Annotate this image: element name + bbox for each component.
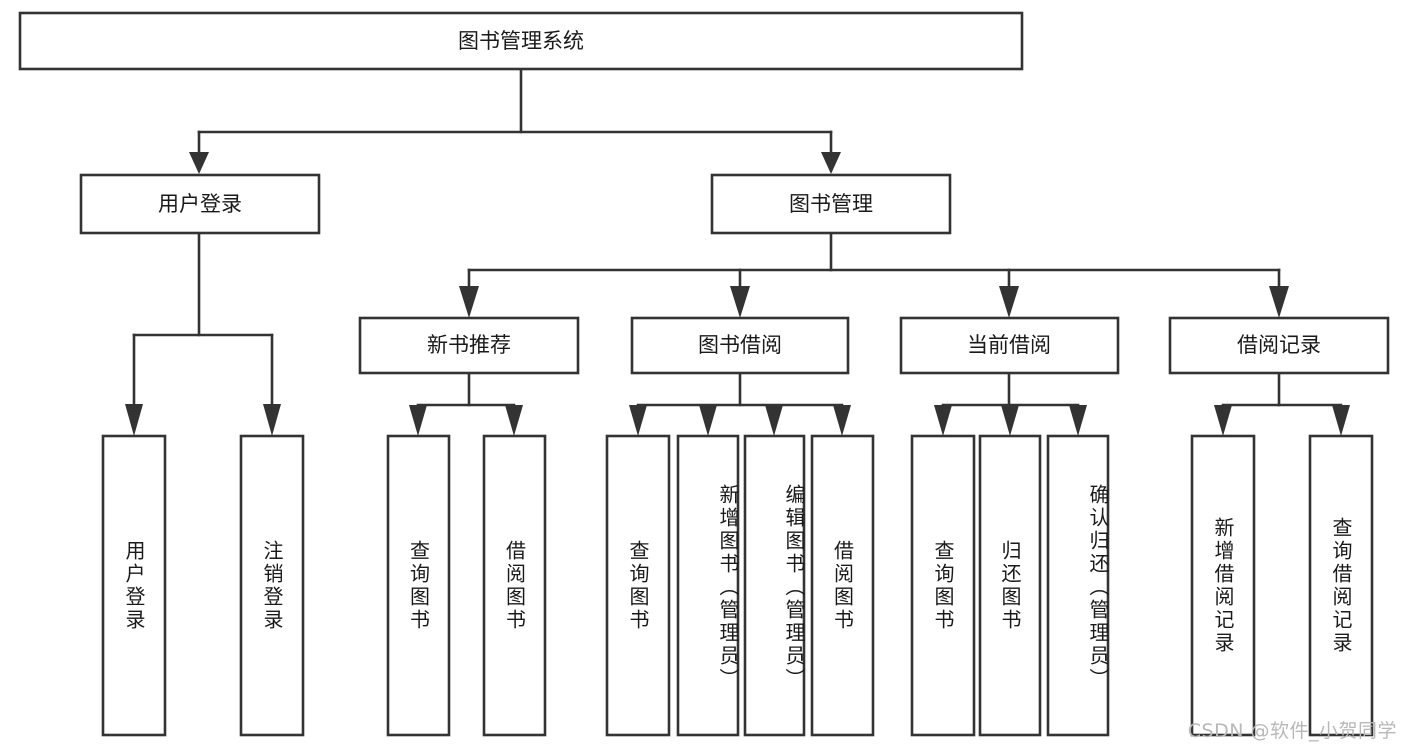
arrow-head-icon [459, 286, 479, 318]
connector-current-to-leaves [934, 371, 1087, 436]
node-level2-box-0[interactable] [79, 173, 321, 235]
arrow-head-icon [699, 405, 717, 436]
leaf-box-2-1[interactable] [676, 434, 740, 737]
arrow-head-icon [505, 405, 523, 436]
node-level3-label-3: 借阅记录 [1237, 333, 1321, 357]
arrow-head-icon [999, 286, 1019, 318]
leaf-box-2-0[interactable] [605, 434, 671, 737]
arrow-head-icon [730, 286, 750, 318]
arrow-head-icon [1214, 405, 1232, 436]
arrow-head-icon [821, 152, 841, 174]
node-level3-box-3[interactable] [1168, 316, 1390, 375]
arrow-head-icon [1332, 405, 1350, 436]
leaf-box-3-1[interactable] [978, 434, 1042, 737]
watermark-text: CSDN @软件_小贺同学 [1187, 720, 1397, 742]
arrow-head-icon [833, 405, 851, 436]
arrow-head-icon [263, 404, 281, 436]
leaf-box-1-1[interactable] [482, 434, 547, 737]
connector-newbook-to-leaves [409, 371, 523, 436]
node-level2-label-0: 用户登录 [158, 192, 242, 216]
connector-root-to-level2 [189, 67, 841, 174]
leaf-box-4-0[interactable] [1190, 434, 1256, 737]
node-level3-box-1[interactable] [630, 316, 850, 375]
leaf-box-3-2[interactable] [1046, 434, 1110, 737]
leaf-box-2-3[interactable] [810, 434, 875, 737]
connector-userlogin-to-leaves [125, 231, 281, 436]
node-level3-label-0: 新书推荐 [427, 333, 511, 357]
arrow-head-icon [189, 152, 209, 174]
leaf-box-3-0[interactable] [910, 434, 976, 737]
node-level3-label-1: 图书借阅 [698, 333, 782, 357]
connector-records-to-leaves [1214, 371, 1350, 436]
arrow-head-icon [1001, 405, 1019, 436]
arrow-head-icon [765, 405, 783, 436]
node-level3-box-2[interactable] [899, 316, 1120, 375]
leaf-box-1-0[interactable] [386, 434, 451, 737]
leaf-box-2-2[interactable] [743, 434, 806, 737]
node-level3-label-2: 当前借阅 [967, 333, 1051, 357]
connector-borrow-to-leaves [629, 371, 851, 436]
arrow-head-icon [629, 405, 647, 436]
leaf-box-4-1[interactable] [1308, 434, 1374, 737]
arrow-head-icon [1269, 286, 1289, 318]
node-level3-box-0[interactable] [358, 316, 580, 375]
node-root-label: 图书管理系统 [458, 29, 584, 53]
node-root-box[interactable] [18, 11, 1024, 71]
arrow-head-icon [934, 405, 952, 436]
arrow-head-icon [1069, 405, 1087, 436]
leaf-box-0-1[interactable] [239, 434, 305, 737]
leaf-box-0-0[interactable] [101, 434, 167, 737]
connector-bookmgmt-to-level3 [459, 231, 1289, 318]
arrow-head-icon [125, 404, 143, 436]
node-level2-label-1: 图书管理 [789, 192, 873, 216]
arrow-head-icon [409, 405, 427, 436]
node-level2-box-1[interactable] [710, 173, 952, 235]
